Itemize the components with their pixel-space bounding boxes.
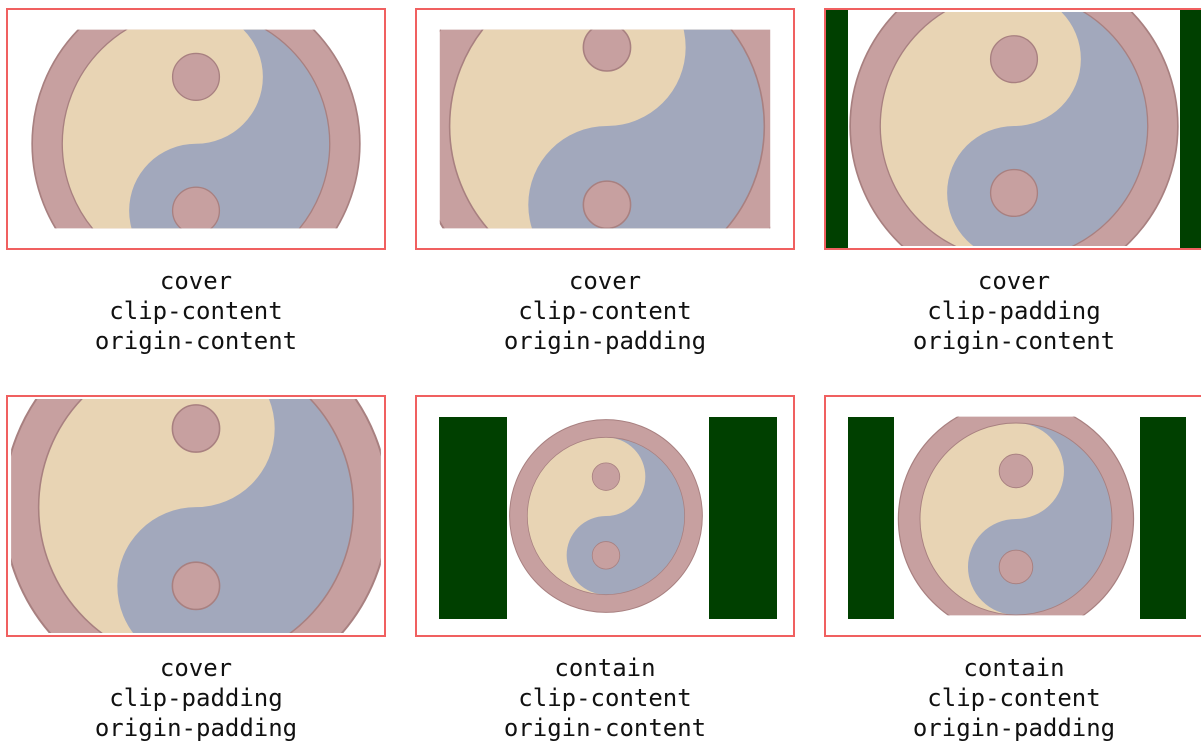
panel-frame — [6, 395, 386, 637]
caption-size: contain — [963, 654, 1065, 682]
caption-size: cover — [159, 267, 233, 295]
caption-size: cover — [159, 654, 233, 682]
caption-origin: origin-padding — [912, 714, 1116, 742]
panel-frame — [824, 395, 1201, 637]
panel-frame — [415, 8, 795, 250]
caption-clip: clip-padding — [109, 684, 283, 712]
green-block-right — [1140, 417, 1186, 619]
yin-yang-image — [849, 11, 1179, 247]
panel-caption: cover clip-content origin-content — [6, 266, 386, 356]
green-block-left — [848, 417, 894, 619]
caption-clip: clip-content — [109, 297, 283, 325]
panel-caption: cover clip-padding origin-content — [824, 266, 1201, 356]
caption-clip: clip-content — [518, 684, 692, 712]
caption-origin: origin-padding — [94, 714, 298, 742]
panel-caption: contain clip-content origin-padding — [824, 653, 1201, 743]
caption-size: contain — [554, 654, 656, 682]
yin-yang-image — [897, 416, 1135, 616]
yin-yang-image — [439, 29, 771, 229]
yin-yang-image — [11, 398, 381, 634]
green-padding-bar-left — [826, 10, 848, 248]
panel-frame — [6, 8, 386, 250]
caption-origin: origin-padding — [503, 327, 707, 355]
yin-yang-image — [31, 29, 361, 229]
caption-clip: clip-content — [518, 297, 692, 325]
caption-origin: origin-content — [94, 327, 298, 355]
green-block-left — [439, 417, 507, 619]
caption-size: cover — [568, 267, 642, 295]
caption-size: cover — [977, 267, 1051, 295]
green-block-right — [709, 417, 777, 619]
caption-origin: origin-content — [503, 714, 707, 742]
green-padding-bar-right — [1180, 10, 1201, 248]
panel-frame — [415, 395, 795, 637]
panel-caption: cover clip-content origin-padding — [415, 266, 795, 356]
yin-yang-image — [509, 419, 703, 613]
caption-origin: origin-content — [912, 327, 1116, 355]
panel-caption: cover clip-padding origin-padding — [6, 653, 386, 743]
caption-clip: clip-padding — [927, 297, 1101, 325]
caption-clip: clip-content — [927, 684, 1101, 712]
panel-caption: contain clip-content origin-content — [415, 653, 795, 743]
panel-frame — [824, 8, 1201, 250]
